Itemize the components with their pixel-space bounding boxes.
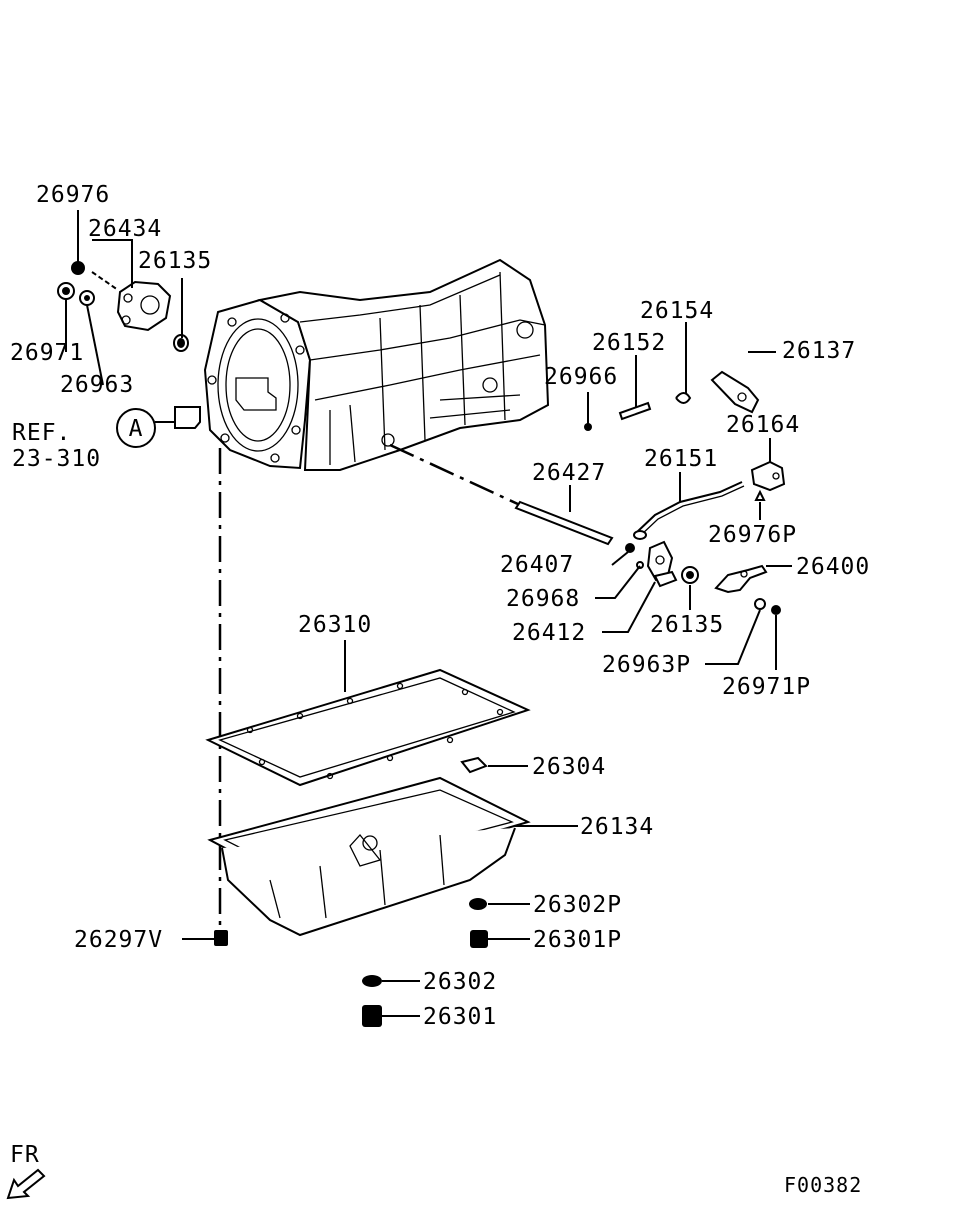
label-26971: 26971 (10, 340, 84, 366)
drain-plugs (214, 898, 488, 1027)
ref-circle-letter: A (129, 416, 144, 442)
fr-label: FR (10, 1142, 40, 1168)
sensor-group-top-left (57, 261, 189, 352)
label-26152: 26152 (592, 330, 666, 356)
shift-linkage-parts (514, 370, 786, 615)
diagram-code: F00382 (784, 1173, 862, 1197)
ref-label-line1: REF. (12, 420, 71, 446)
label-26434: 26434 (88, 216, 162, 242)
label-26976: 26976 (36, 182, 110, 208)
label-26971P: 26971P (722, 674, 811, 700)
reference-callout: A REF. 23-310 (12, 406, 201, 472)
ref-circle (116, 408, 156, 448)
front-direction-indicator: FR (6, 1142, 46, 1200)
label-26412: 26412 (512, 620, 586, 646)
label-26304: 26304 (532, 754, 606, 780)
label-26310: 26310 (298, 612, 372, 638)
label-26151: 26151 (644, 446, 718, 472)
center-line-diagonal (389, 443, 521, 507)
label-26297V: 26297V (74, 927, 163, 953)
label-26135-mid: 26135 (650, 612, 724, 638)
oil-pan (207, 776, 531, 937)
magnet-26304 (460, 756, 488, 774)
label-26134: 26134 (580, 814, 654, 840)
label-26154: 26154 (640, 298, 714, 324)
label-26301: 26301 (423, 1004, 497, 1030)
part-labels: 26976 26434 26135 26971 26963 26154 2615… (10, 182, 870, 1030)
label-26400: 26400 (796, 554, 870, 580)
label-26164: 26164 (726, 412, 800, 438)
label-26302P: 26302P (533, 892, 622, 918)
label-26963P: 26963P (602, 652, 691, 678)
label-26301P: 26301P (533, 927, 622, 953)
leader-lines (65, 210, 792, 1017)
fr-arrow-icon (6, 1168, 46, 1200)
label-26976P: 26976P (708, 522, 797, 548)
ref-label-line2: 23-310 (12, 446, 101, 472)
label-26302: 26302 (423, 969, 497, 995)
label-26137: 26137 (782, 338, 856, 364)
label-26963: 26963 (60, 372, 134, 398)
label-26427: 26427 (532, 460, 606, 486)
label-26968: 26968 (506, 586, 580, 612)
label-26966: 26966 (544, 364, 618, 390)
label-26407: 26407 (500, 552, 574, 578)
label-26135-top: 26135 (138, 248, 212, 274)
oil-pan-gasket (205, 668, 531, 787)
transmission-case (203, 258, 550, 471)
